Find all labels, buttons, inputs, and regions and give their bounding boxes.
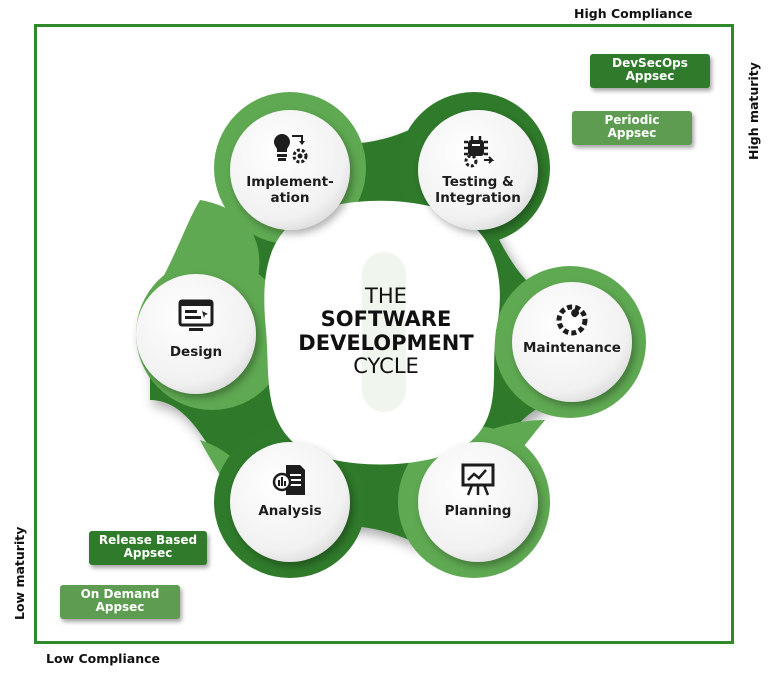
node-label-maintenance: Maintenance — [523, 340, 621, 356]
disc-planning — [418, 442, 538, 562]
lightbulb-gear-icon — [274, 134, 308, 164]
disc-implementation — [230, 110, 350, 230]
center-title-software: SOFTWARE — [320, 307, 452, 331]
report-chart-icon — [272, 465, 305, 495]
node-label-implementation: Implement- ation — [236, 174, 344, 206]
center-title-cycle: CYCLE — [353, 354, 419, 378]
tag-devsecops-line2: Appsec — [625, 69, 675, 83]
center-title-the: THE — [365, 284, 407, 308]
tag-periodic-line2: Appsec — [607, 126, 657, 140]
disc-maintenance — [512, 282, 632, 402]
axis-label-high-compliance: High Compliance — [574, 6, 693, 21]
node-label-testing-line2: Integration — [435, 190, 521, 206]
node-label-planning: Planning — [444, 503, 512, 519]
tag-release-line2: Appsec — [123, 546, 173, 560]
tag-devsecops-line1: DevSecOps — [612, 56, 688, 70]
bug-gear-icon — [464, 136, 495, 168]
tag-periodic-appsec: Periodic Appsec — [572, 111, 692, 145]
tag-ondemand-line1: On Demand — [80, 587, 160, 601]
quadrant-frame — [34, 24, 734, 644]
disc-design — [136, 274, 256, 394]
node-label-analysis: Analysis — [258, 503, 322, 519]
tag-release-line1: Release Based — [98, 533, 198, 547]
tag-ondemand-line2: Appsec — [95, 600, 145, 614]
presentation-board-icon — [461, 463, 495, 496]
center-title: THE SOFTWARE DEVELOPMENT CYCLE — [280, 285, 492, 377]
node-label-testing-line1: Testing & — [442, 174, 514, 190]
disc-testing — [418, 110, 538, 230]
browser-window-icon — [178, 299, 214, 331]
node-label-testing: Testing & Integration — [424, 174, 532, 206]
node-label-implementation-line1: Implement- — [246, 174, 334, 190]
node-label-implementation-line2: ation — [270, 190, 310, 206]
center-title-development: DEVELOPMENT — [298, 331, 474, 355]
tag-devsecops-appsec: DevSecOps Appsec — [590, 54, 710, 88]
center-watermark — [362, 252, 406, 412]
tag-on-demand-appsec: On Demand Appsec — [60, 585, 180, 619]
node-label-design: Design — [169, 344, 223, 360]
tag-periodic-line1: Periodic — [604, 113, 660, 127]
tag-release-based-appsec: Release Based Appsec — [89, 531, 207, 565]
wrench-gear-icon — [556, 304, 588, 336]
axis-label-low-compliance: Low Compliance — [46, 651, 160, 666]
disc-analysis — [230, 442, 350, 562]
